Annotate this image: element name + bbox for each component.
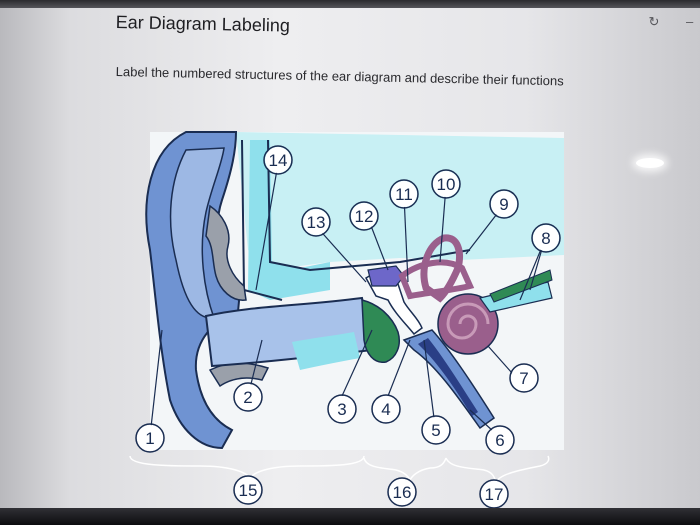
label-circle-1 (135, 423, 165, 453)
label-15: 15 (239, 481, 258, 500)
label-2: 2 (243, 388, 252, 407)
label-circle-11 (389, 179, 419, 209)
region-braces (129, 455, 550, 484)
minimize-icon[interactable]: – (686, 14, 694, 29)
label-circle-5 (421, 415, 451, 445)
label-7: 7 (519, 369, 528, 388)
label-circle-13 (301, 207, 331, 237)
label-circle-16 (387, 477, 417, 507)
label-8: 8 (541, 229, 550, 248)
leader-lines (149, 163, 545, 437)
screen-glare (636, 158, 664, 168)
label-circle-9 (489, 189, 519, 219)
label-16: 16 (393, 483, 412, 502)
cochlea-spiral (446, 302, 490, 340)
label-5: 5 (431, 421, 440, 440)
label-circle-7 (509, 363, 539, 393)
label-circle-10 (431, 169, 461, 199)
label-6: 6 (495, 431, 504, 450)
label-1: 1 (145, 429, 154, 448)
canal-lining (292, 332, 360, 370)
label-17: 17 (485, 485, 504, 504)
label-circle-8 (531, 223, 561, 253)
label-3: 3 (337, 400, 346, 419)
label-12: 12 (355, 207, 374, 226)
label-circle-3 (327, 394, 357, 424)
label-circle-14 (263, 145, 293, 175)
label-circle-2 (233, 382, 263, 412)
label-4: 4 (381, 400, 390, 419)
label-14: 14 (269, 151, 288, 170)
label-circle-12 (349, 201, 379, 231)
refresh-icon[interactable]: ↻ (648, 14, 660, 29)
top-bezel (0, 0, 700, 8)
label-9: 9 (499, 195, 508, 214)
label-circles (135, 145, 561, 509)
bottom-bezel (0, 508, 700, 525)
label-10: 10 (437, 175, 456, 194)
label-circle-15 (233, 475, 263, 505)
label-circle-6 (485, 425, 515, 455)
label-circle-fills (137, 147, 559, 507)
ossicle-purple (367, 265, 405, 287)
tube-inner (418, 338, 478, 416)
label-circle-4 (371, 394, 401, 424)
label-11: 11 (395, 185, 413, 204)
label-13: 13 (307, 213, 326, 232)
vestibular-nerve (489, 269, 553, 303)
vestibule (398, 259, 475, 300)
temporal-bone (205, 204, 247, 301)
eardrum (361, 299, 400, 363)
label-numbers: 1 2 3 4 5 6 7 8 9 10 11 12 13 14 15 16 1… (145, 151, 550, 504)
